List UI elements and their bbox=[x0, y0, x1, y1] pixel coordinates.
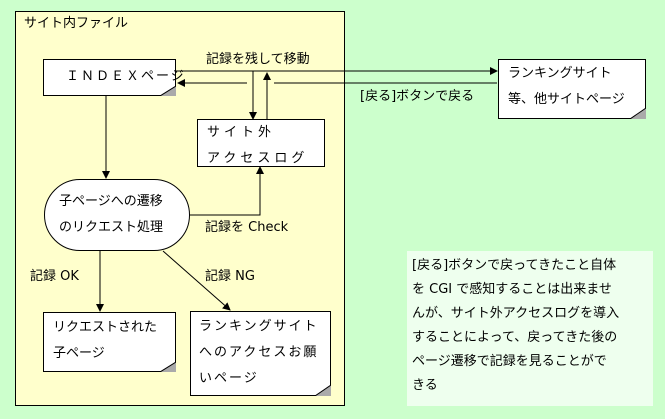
edge-label-back-button: [戻る]ボタンで戻る bbox=[360, 89, 475, 104]
ranking-request-page-label: ランキングサイト へのアクセスお願 いページ bbox=[199, 319, 319, 386]
explanation-note-text: [戻る]ボタンで戻ってきたこと自体 を CGI で感知することは出来ませ んが、… bbox=[412, 258, 620, 393]
edge-label-record-and-move: 記録を残して移動 bbox=[206, 52, 310, 67]
ranking-site-label: ランキングサイト 等、他サイトページ bbox=[508, 66, 625, 107]
request-process-label: 子ページへの遷移 のリクエスト処理 bbox=[59, 194, 164, 235]
child-page-node: リクエストされた 子ページ bbox=[43, 312, 176, 372]
page-curl-icon bbox=[315, 385, 331, 396]
edge-label-record-ng: 記録 NG bbox=[205, 269, 255, 284]
external-access-log-label: サイト外 アクセスログ bbox=[207, 125, 309, 166]
index-page-node: ＩＮＤＥＸページ bbox=[43, 59, 184, 96]
site-internal-files-label: サイト内ファイル bbox=[24, 16, 129, 31]
external-access-log-node: サイト外 アクセスログ bbox=[197, 119, 325, 167]
edge-label-record-ok: 記録 OK bbox=[30, 269, 79, 284]
edge-record-ng bbox=[162, 250, 231, 311]
index-page-label: ＩＮＤＥＸページ bbox=[66, 69, 186, 84]
page-curl-icon bbox=[160, 362, 176, 372]
edge-process-to-log bbox=[190, 166, 264, 216]
page-curl-icon bbox=[160, 86, 176, 96]
request-process-node: 子ページへの遷移 のリクエスト処理 bbox=[44, 179, 190, 251]
ranking-request-page-node: ランキングサイト へのアクセスお願 いページ bbox=[190, 311, 331, 396]
page-curl-icon bbox=[630, 108, 646, 119]
ranking-site-node: ランキングサイト 等、他サイトページ bbox=[498, 59, 646, 119]
edge-label-check-record: 記録を Check bbox=[205, 220, 289, 235]
explanation-note: [戻る]ボタンで戻ってきたこと自体 を CGI で感知することは出来ませ んが、… bbox=[407, 251, 653, 406]
child-page-label: リクエストされた 子ページ bbox=[53, 320, 158, 361]
